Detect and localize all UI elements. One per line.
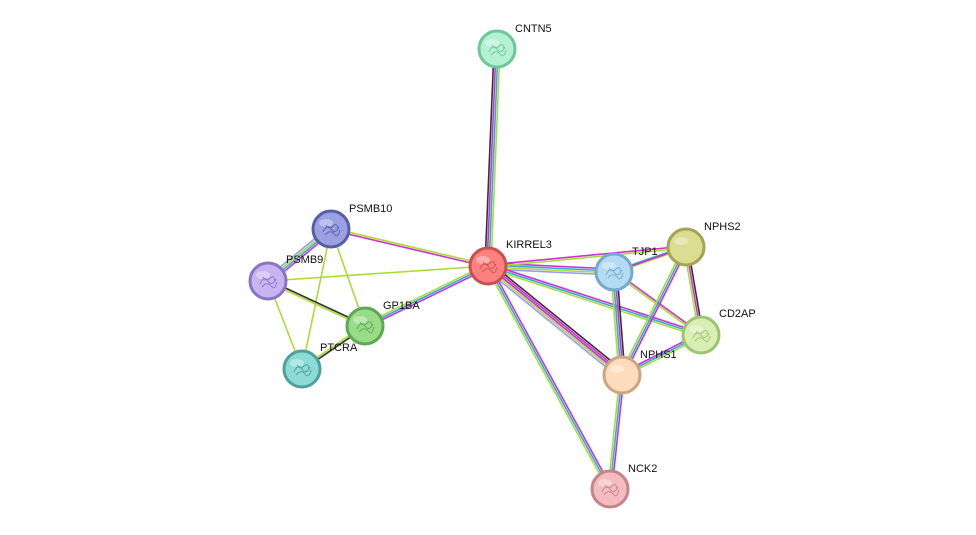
protein-structure-icon (605, 267, 624, 280)
node-gp1ba[interactable]: GP1BA (345, 300, 420, 346)
node-nck2[interactable]: NCK2 (590, 463, 657, 509)
edge-line (488, 263, 702, 334)
node-label: KIRREL3 (506, 239, 552, 251)
node-nphs2[interactable]: NPHS2 (666, 221, 741, 267)
protein-structure-icon (692, 330, 711, 343)
node-highlight (602, 262, 616, 270)
edge-line (301, 228, 332, 370)
edge-kirrel3-nck2 (485, 264, 613, 491)
node-nphs1[interactable]: NPHS1 (602, 349, 677, 395)
node-tjp1[interactable]: TJP1 (594, 246, 658, 292)
protein-structure-icon (356, 321, 375, 334)
edge-line (364, 265, 489, 327)
edge-kirrel3-gp1ba (363, 263, 490, 329)
edge-line (619, 245, 685, 375)
edge-line (487, 265, 702, 336)
node-label: GP1BA (383, 300, 420, 312)
node-psmb9[interactable]: PSMB9 (248, 254, 323, 301)
node-label: PSMB10 (349, 203, 392, 215)
edge-line (488, 263, 624, 375)
edge-kirrel3-cntn5 (484, 48, 501, 267)
node-label: CD2AP (719, 308, 756, 320)
protein-structure-icon (259, 276, 278, 289)
edge-kirrel3-psmb10 (330, 227, 489, 268)
node-label: TJP1 (632, 246, 658, 258)
node-highlight (256, 271, 270, 279)
node-label: PTCRA (320, 342, 358, 354)
node-circle[interactable] (666, 227, 706, 267)
edge-line (365, 267, 490, 329)
node-label: CNTN5 (515, 23, 552, 35)
edge-line (488, 262, 615, 270)
edge-kirrel3-cd2ap (487, 263, 702, 338)
edge-line (488, 247, 687, 268)
edge-line (488, 264, 615, 272)
node-label: NCK2 (628, 463, 657, 475)
edge-line (490, 49, 501, 267)
node-cd2ap[interactable]: CD2AP (681, 308, 756, 355)
node-highlight (674, 237, 688, 245)
node-highlight (290, 359, 304, 367)
edge-line (621, 246, 687, 376)
edge-line (485, 266, 609, 491)
edge-line (623, 247, 689, 377)
edge-line (267, 265, 489, 282)
edge-nphs2-nphs1 (619, 245, 689, 377)
edge-line (487, 267, 701, 338)
nodes-layer: KIRREL3CNTN5PSMB10PSMB9GP1BAPTCRATJP1NPH… (248, 23, 756, 509)
node-kirrel3[interactable]: KIRREL3 (468, 239, 552, 286)
edge-line (487, 266, 614, 274)
edge-line (484, 48, 495, 266)
protein-structure-icon (293, 364, 312, 377)
node-highlight (353, 316, 367, 324)
node-circle[interactable] (602, 355, 642, 395)
edge-line (489, 264, 613, 489)
node-ptcra[interactable]: PTCRA (282, 342, 358, 389)
edge-kirrel3-nphs2 (487, 245, 687, 268)
edge-line (363, 263, 488, 325)
node-highlight (319, 219, 333, 227)
edge-line (484, 268, 620, 379)
edge-line (330, 229, 488, 268)
node-highlight (476, 256, 490, 264)
node-highlight (485, 39, 499, 47)
edge-line (488, 49, 499, 267)
edge-line (486, 266, 622, 378)
node-highlight (610, 365, 624, 373)
edge-line (487, 265, 623, 376)
protein-structure-icon (488, 44, 507, 57)
edge-line (486, 48, 497, 266)
node-label: PSMB9 (286, 254, 323, 266)
node-cntn5[interactable]: CNTN5 (477, 23, 552, 69)
edge-line (331, 227, 489, 266)
protein-structure-icon (479, 261, 498, 274)
edge-line (487, 265, 611, 490)
node-highlight (598, 479, 612, 487)
edge-psmb10-ptcra (301, 228, 332, 370)
node-label: NPHS1 (640, 349, 677, 361)
protein-structure-icon (322, 224, 341, 237)
edge-kirrel3-psmb9 (267, 265, 489, 282)
edge-line (487, 245, 686, 266)
node-psmb10[interactable]: PSMB10 (311, 203, 392, 249)
edge-line (490, 262, 626, 373)
edge-kirrel3-nphs1 (487, 265, 623, 376)
node-highlight (689, 325, 703, 333)
node-label: NPHS2 (704, 221, 741, 233)
protein-structure-icon (601, 484, 620, 497)
